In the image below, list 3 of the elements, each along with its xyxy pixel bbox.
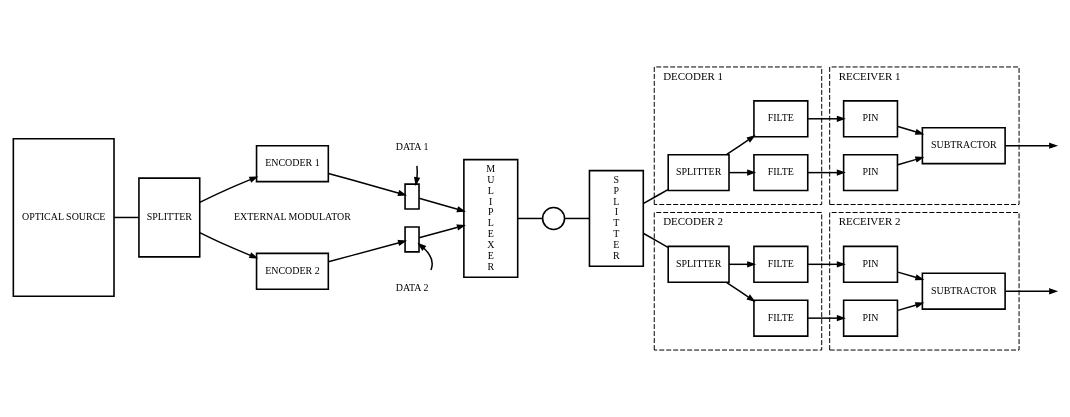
node-text: DATA 1 [395,141,429,153]
node-text: DATA 2 [395,281,429,293]
label: EXTERNAL MODULATOR [233,210,351,222]
